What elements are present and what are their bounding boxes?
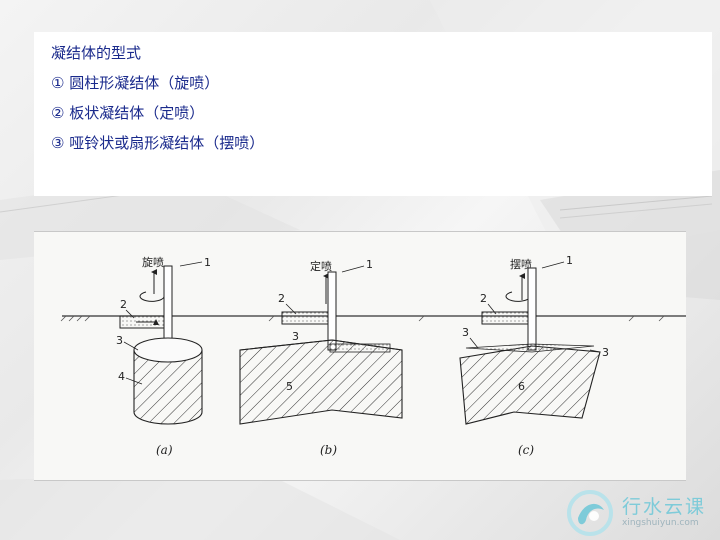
logo-wave-icon [567,490,613,536]
label-3: 3 [462,326,469,339]
label-1: 1 [566,254,573,267]
label-2: 2 [480,292,487,305]
list-item: ① 圆柱形凝结体（旋喷） [51,74,220,92]
label-5: 5 [286,380,293,393]
label-4: 4 [118,370,125,383]
list-item: ③ 哑铃状或扇形凝结体（摆喷） [51,134,265,152]
panel-a: 旋喷 1 2 3 4 (a) [116,255,211,457]
text-panel: 凝结体的型式 ① 圆柱形凝结体（旋喷） ② 板状凝结体（定喷） ③ 哑铃状或扇形… [34,32,712,196]
panel-a-method-label: 旋喷 [142,255,164,269]
ground-hatching [60,315,665,322]
figure-drawing: 旋喷 1 2 3 4 (a) 定喷 [60,254,686,457]
label-3b: 3 [602,346,609,359]
panel-c: 摆喷 1 2 3 3 6 (c) [459,254,609,457]
panel-c-caption: (c) [518,443,534,457]
swing-icon [505,291,531,302]
list-item: ② 板状凝结体（定喷） [51,104,205,122]
label-3: 3 [116,334,123,347]
rotation-icon [139,291,165,302]
label-1: 1 [366,258,373,271]
panel-b-method-label: 定喷 [310,259,332,273]
panel-c-method-label: 摆喷 [510,257,532,271]
heading: 凝结体的型式 [51,44,142,62]
label-6: 6 [518,380,525,393]
panel-b-caption: (b) [320,443,337,457]
panel-b: 定喷 1 2 3 5 (b) [239,258,403,457]
logo-name: 行水云课 [622,496,707,518]
label-3: 3 [292,330,299,343]
label-2: 2 [278,292,285,305]
label-2: 2 [120,298,127,311]
label-1: 1 [204,256,211,269]
logo: 行水云课 xingshuiyun.com [560,486,720,540]
grout-body-figure: 旋喷 1 2 3 4 (a) 定喷 [34,231,686,481]
logo-url: xingshuiyun.com [622,518,699,528]
panel-a-caption: (a) [156,443,173,457]
